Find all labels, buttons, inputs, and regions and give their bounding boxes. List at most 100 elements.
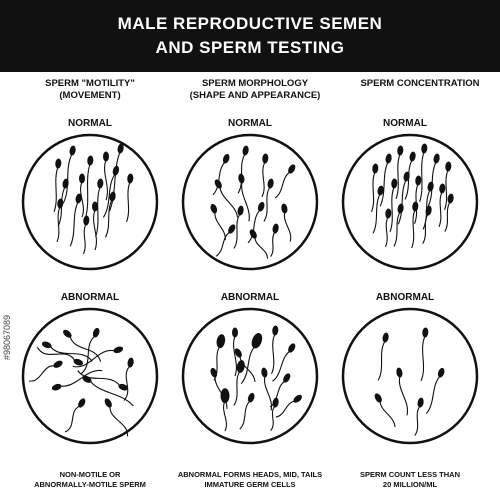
- sperm-cell: [104, 191, 116, 238]
- column-title-concentration: SPERM CONCENTRATION: [345, 78, 495, 90]
- sperm-cell: [444, 161, 452, 211]
- normal-label-morphology: NORMAL: [228, 118, 272, 129]
- sperm-cell: [62, 145, 76, 204]
- column-title-line1: SPERM "MOTILITY": [45, 78, 135, 89]
- sperm-cell: [444, 193, 454, 232]
- sperm-cell: [271, 325, 279, 375]
- column-title-motility: SPERM "MOTILITY" (MOVEMENT): [20, 78, 160, 102]
- sperm-cell: [69, 193, 82, 247]
- sperm-cell: [393, 203, 404, 247]
- caption-line2: 20 MILLION/ML: [382, 480, 438, 489]
- sperm-cell: [36, 347, 84, 366]
- sperm-cell: [414, 397, 424, 436]
- abnormal-label-concentration: ABNORMAL: [375, 292, 435, 303]
- sperm-cell: [240, 333, 263, 384]
- sperm-cell: [53, 158, 62, 213]
- morphology-abnormal-circle: [181, 307, 319, 445]
- sperm-cell: [80, 327, 100, 375]
- caption-line1: ABNORMAL FORMS HEADS, MID, TAILS: [177, 470, 323, 479]
- sperm-cell: [397, 171, 410, 225]
- sperm-cell: [84, 155, 94, 219]
- sperm-cell: [103, 151, 109, 201]
- microscope-field-ring: [21, 307, 159, 445]
- morphology-normal-circle: [181, 133, 319, 271]
- sperm-cell: [51, 370, 103, 391]
- caption-line2: IMMATURE GERM CELLS: [204, 480, 296, 489]
- microscope-field-ring: [341, 307, 479, 445]
- motility-normal-circle: [21, 133, 159, 271]
- sperm-cell: [425, 367, 445, 414]
- sperm-cell: [261, 367, 273, 411]
- sperm-cell: [281, 203, 292, 242]
- sperm-cell: [261, 153, 269, 198]
- sperm-cell: [274, 164, 296, 199]
- sperm-cell: [384, 208, 392, 248]
- sperm-cell: [272, 343, 296, 382]
- sperm-cell: [126, 173, 134, 223]
- microscope-field-ring: [21, 133, 159, 271]
- motility-abnormal-circle: [21, 307, 159, 445]
- sperm-cell: [438, 183, 446, 228]
- sperm-cell: [270, 397, 279, 431]
- sperm-cell: [72, 346, 124, 368]
- sperm-cell: [56, 198, 64, 243]
- sperm-cell: [237, 145, 249, 194]
- normal-label-motility: NORMAL: [68, 118, 112, 129]
- caption-motility: NON-MOTILE OR ABNORMALLY-MOTILE SPERM: [10, 470, 170, 490]
- column-title-line1: SPERM CONCENTRATION: [360, 78, 480, 89]
- sperm-cell: [233, 205, 244, 249]
- sperm-cell: [379, 153, 392, 207]
- sperm-cell: [374, 393, 396, 428]
- microscope-field-ring: [181, 133, 319, 271]
- sperm-cell: [395, 145, 404, 200]
- column-title-line1: SPERM MORPHOLOGY: [201, 78, 309, 89]
- column-title-line2: (MOVEMENT): [59, 90, 121, 101]
- sperm-cell: [275, 394, 302, 418]
- sperm-cell: [372, 185, 384, 234]
- stock-watermark: #98067089: [2, 314, 12, 360]
- concentration-normal-circle: [341, 133, 479, 271]
- sperm-cell: [232, 327, 238, 377]
- sperm-cell: [270, 223, 279, 257]
- sperm-cell: [220, 388, 230, 432]
- sperm-cell: [263, 178, 274, 222]
- sperm-cell: [249, 229, 269, 259]
- column-title-line2: (SHAPE AND APPEARANCE): [189, 90, 321, 101]
- sperm-cell: [234, 348, 256, 383]
- sperm-cell: [371, 163, 379, 213]
- sperm-cell: [269, 373, 291, 408]
- sperm-cell: [92, 201, 98, 251]
- sperm-cell: [389, 178, 398, 233]
- abnormal-label-motility: ABNORMAL: [60, 292, 120, 303]
- abnormal-label-morphology: ABNORMAL: [220, 292, 280, 303]
- normal-label-concentration: NORMAL: [383, 118, 427, 129]
- sperm-cell: [104, 398, 129, 437]
- title-line-1: MALE REPRODUCTIVE SEMEN: [117, 14, 383, 33]
- microscope-field-ring: [181, 307, 319, 445]
- sperm-cell: [41, 341, 93, 362]
- caption-line1: NON-MOTILE OR: [59, 470, 121, 479]
- sperm-cell: [210, 367, 228, 409]
- caption-morphology: ABNORMAL FORMS HEADS, MID, TAILS IMMATUR…: [170, 470, 330, 490]
- sperm-cell: [239, 392, 255, 430]
- sperm-cell: [212, 153, 230, 196]
- sperm-cell: [419, 143, 428, 202]
- sperm-cell: [79, 173, 85, 218]
- sperm-cell: [77, 370, 129, 391]
- sperm-cell: [64, 398, 86, 433]
- sperm-cell: [215, 224, 236, 257]
- sperm-cell: [95, 178, 104, 237]
- title-line-2: AND SPERM TESTING: [155, 38, 345, 57]
- title-banner: MALE REPRODUCTIVE SEMEN AND SPERM TESTIN…: [0, 0, 500, 72]
- sperm-cell: [123, 357, 134, 401]
- sperm-cell: [238, 173, 250, 222]
- sperm-cell: [247, 201, 265, 244]
- caption-concentration: SPERM COUNT LESS THAN 20 MILLION/ML: [330, 470, 490, 490]
- sperm-cell: [102, 165, 120, 218]
- sperm-cell: [377, 332, 389, 381]
- sperm-cell: [63, 329, 102, 362]
- sperm-cell: [422, 205, 432, 244]
- concentration-abnormal-circle: [341, 307, 479, 445]
- caption-line1: SPERM COUNT LESS THAN: [359, 470, 460, 479]
- caption-line2: ABNORMALLY-MOTILE SPERM: [34, 480, 146, 489]
